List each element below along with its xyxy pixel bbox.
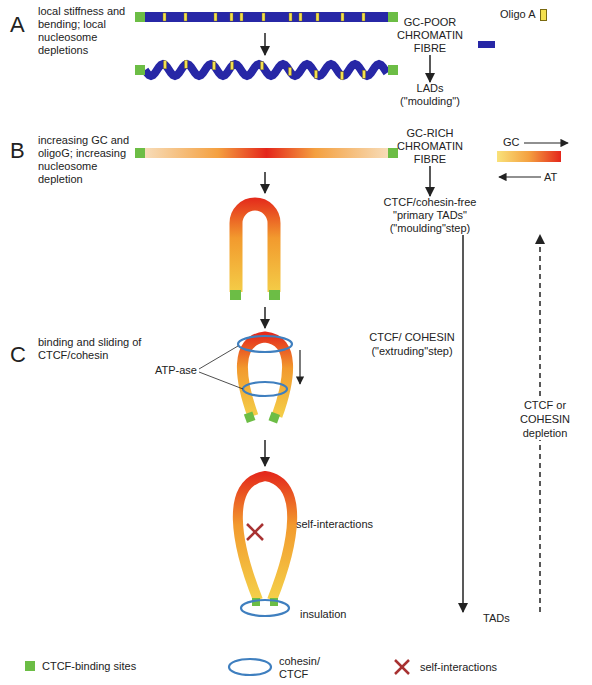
- at-arrow: [499, 176, 541, 177]
- gc-scale-bar: [497, 151, 561, 162]
- node-text: CTCF/cohesin-free "primary TADs" ("mould…: [380, 196, 480, 235]
- oligo-a-tick: [261, 62, 264, 70]
- oligo-a-tick: [299, 13, 302, 21]
- text-node: TADs: [450, 612, 550, 625]
- annotation: GC: [503, 136, 520, 149]
- panel-letter: B: [10, 139, 25, 163]
- flow-arrow: [429, 55, 431, 82]
- edge-label: CTCF or COHESIN depletion: [510, 398, 580, 440]
- legend-cross-sample: [395, 660, 409, 674]
- flow-arrow: [429, 166, 431, 196]
- oligo-a-tick: [240, 13, 243, 21]
- oligo-a-tick: [363, 70, 366, 78]
- oligo-a-tick: [341, 13, 344, 21]
- oligo-a-tick: [231, 62, 234, 70]
- chromatin-fibre: [145, 12, 388, 22]
- ctcf-site: [388, 12, 398, 22]
- legend-swatch: [25, 661, 35, 671]
- annotation: self-interactions: [296, 518, 373, 531]
- text-node: GC-POOR CHROMATIN FIBRE: [395, 16, 465, 55]
- legend-swatch: [540, 9, 547, 21]
- fibre-key: [478, 41, 495, 48]
- text-node: GC-RICH CHROMATIN FIBRE: [395, 127, 465, 166]
- oligo-a-tick: [184, 13, 187, 21]
- annotation: insulation: [300, 608, 346, 621]
- oligo-a-tick: [316, 13, 319, 21]
- ctcf-site: [135, 148, 145, 158]
- oligo-a-tick: [289, 13, 292, 21]
- annotation: local stiffness and bending; local nucle…: [38, 5, 138, 57]
- legend-text: self-interactions: [420, 661, 497, 674]
- oligo-a-tick: [213, 62, 216, 70]
- oligo-a-tick: [315, 70, 318, 78]
- flow-arrow: [462, 235, 464, 612]
- step-arrow: [264, 33, 266, 55]
- ctcf-site: [269, 290, 280, 300]
- leader-line: [199, 346, 238, 369]
- node-text: GC-RICH CHROMATIN FIBRE: [395, 127, 465, 166]
- oligo-a-tick: [230, 13, 233, 21]
- ctcf-site: [244, 412, 256, 424]
- oligo-a-tick: [362, 13, 365, 21]
- oligo-a-tick: [262, 13, 265, 21]
- legend-cross-sample: [395, 660, 409, 674]
- oligo-a-tick: [289, 68, 292, 76]
- oligo-a-tick: [163, 13, 166, 21]
- legend-text: CTCF-binding sites: [42, 660, 136, 673]
- ctcf-site: [388, 65, 398, 75]
- ctcf-site: [388, 148, 398, 158]
- oligo-a-tick: [341, 72, 344, 80]
- oligo-a-tick: [214, 13, 217, 21]
- tad-loop: [238, 476, 292, 600]
- self-interaction-cross: [247, 524, 263, 540]
- oligo-a-tick: [185, 60, 188, 68]
- text-node: LADs ("moulding"): [390, 82, 470, 108]
- extruding-loop: [242, 337, 287, 416]
- node-text: GC-POOR CHROMATIN FIBRE: [395, 16, 465, 55]
- leader-line: [199, 372, 243, 389]
- text-node: CTCF/cohesin-free "primary TADs" ("mould…: [380, 196, 550, 235]
- ctcf-site: [269, 412, 281, 424]
- self-interaction-cross: [247, 524, 263, 540]
- annotation: ATP-ase: [155, 364, 197, 377]
- panel-letter: A: [10, 13, 25, 37]
- legend-ring-sample: [229, 659, 271, 675]
- node-text: LADs ("moulding"): [390, 82, 470, 108]
- sliding-arrow: [299, 350, 300, 384]
- legend-text: cohesin/ CTCF: [279, 655, 324, 681]
- step-arrow: [264, 307, 266, 328]
- panel-letter: C: [10, 343, 26, 367]
- oligo-a-tick: [164, 61, 167, 69]
- node-text: TADs: [483, 612, 550, 625]
- bent-chromatin-fibre: [145, 64, 387, 76]
- step-arrow: [264, 440, 266, 466]
- primary-tad-loop: [236, 204, 274, 292]
- cohesin-ring: [241, 600, 289, 616]
- ctcf-site: [135, 65, 145, 75]
- edge-label: CTCF/ COHESIN ("extruding"step): [366, 330, 458, 358]
- annotation: binding and sliding of CTCF/cohesin: [38, 336, 160, 362]
- legend-text: Oligo A: [500, 8, 535, 21]
- ctcf-site: [230, 290, 241, 300]
- ctcf-site: [135, 12, 145, 22]
- cohesin-ring: [238, 336, 292, 352]
- gc-arrow: [524, 142, 568, 143]
- annotation: increasing GC and oligoG; increasing nuc…: [38, 134, 138, 186]
- step-arrow: [264, 172, 266, 193]
- annotation: AT: [544, 171, 557, 184]
- cohesin-ring: [243, 382, 287, 396]
- gc-gradient-fibre: [145, 148, 388, 158]
